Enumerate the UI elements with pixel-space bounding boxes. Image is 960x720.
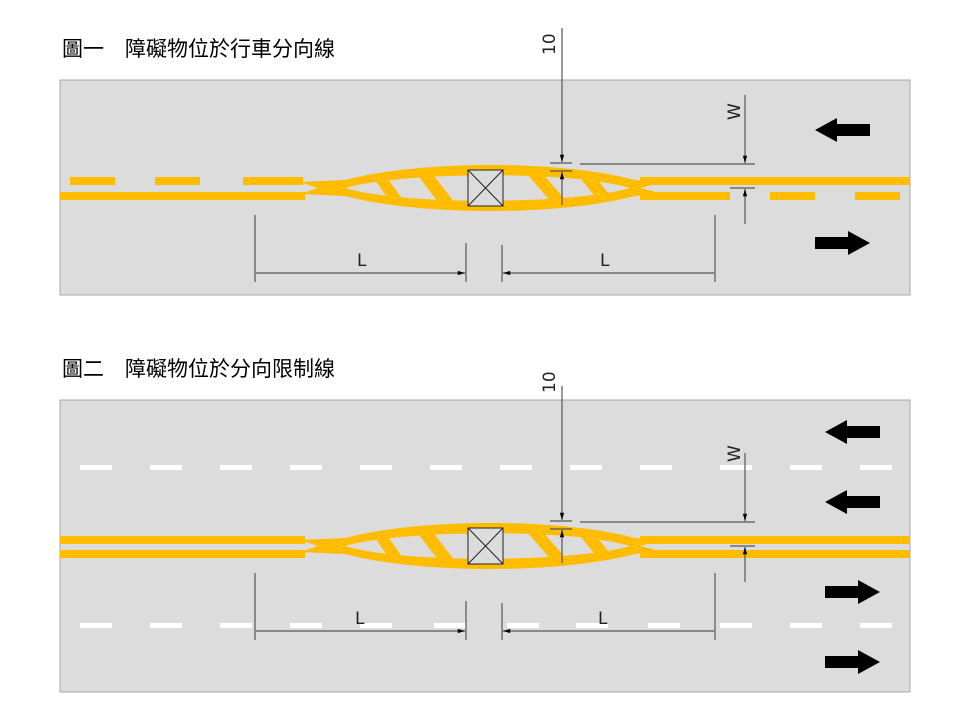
length-label-left: L	[355, 609, 365, 629]
figure-2-title: 圖二 障礙物位於分向限制線	[62, 357, 335, 381]
figure-2: 圖二 障礙物位於分向限制線 10 W L L	[59, 357, 911, 693]
yellow-markings	[60, 177, 910, 200]
length-label-left: L	[357, 251, 367, 271]
length-label-right: L	[598, 609, 608, 629]
offset-label: 10	[540, 371, 560, 393]
yellow-markings	[60, 536, 910, 558]
width-label: W	[725, 445, 745, 462]
width-label: W	[725, 103, 745, 120]
length-label-right: L	[600, 251, 610, 271]
offset-label: 10	[540, 33, 560, 55]
figure-1-title: 圖一 障礙物位於行車分向線	[62, 37, 335, 61]
white-lane-lines	[80, 465, 892, 628]
figure-1: 圖一 障礙物位於行車分向線 10 W L L	[59, 28, 911, 296]
